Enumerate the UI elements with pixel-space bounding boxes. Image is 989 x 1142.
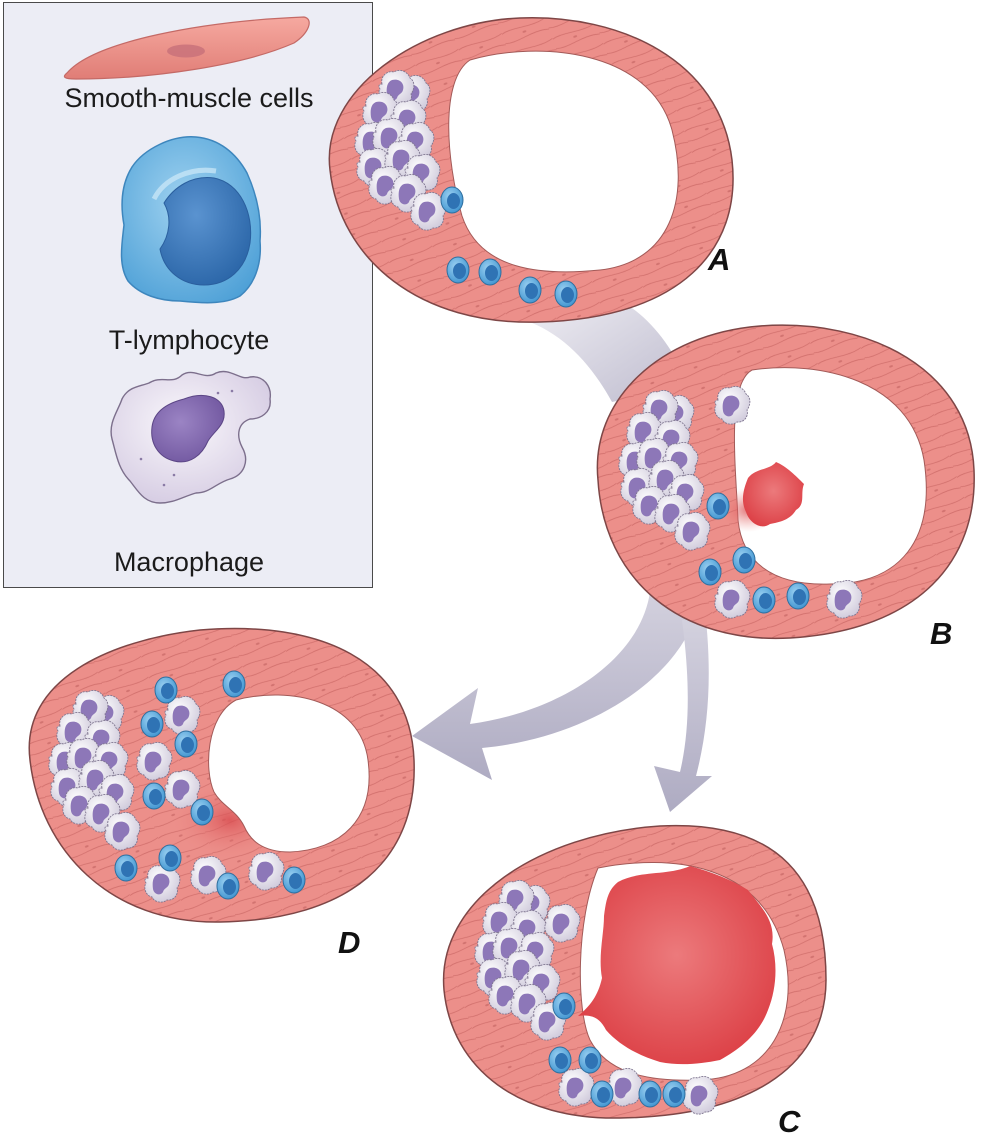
smooth-muscle-cell-icon [63, 16, 310, 80]
vessel-a [328, 17, 734, 323]
legend-graphics [63, 16, 310, 504]
panel-label-a: A [708, 242, 731, 277]
legend-label-smooth-muscle: Smooth-muscle cells [64, 83, 314, 113]
thrombus-c [578, 866, 776, 1065]
panel-label-b: B [930, 616, 953, 651]
legend-label-macrophage: Macrophage [113, 547, 265, 577]
panel-label-d: D [338, 925, 361, 960]
legend-box: Smooth-muscle cells T-lymphocyte Macroph… [3, 2, 373, 588]
legend-label-t-lymphocyte: T-lymphocyte [108, 325, 270, 355]
lumen-b [733, 367, 927, 585]
vessel-b [596, 324, 975, 640]
thrombus-b [742, 462, 804, 527]
panel-label-c: C [778, 1104, 801, 1139]
macrophage-icon [110, 370, 271, 504]
lumen-d [208, 694, 370, 853]
vessel-d [28, 627, 415, 923]
arrow-b-to-d [412, 592, 700, 780]
arrow-b-to-c [654, 620, 712, 812]
lumen-a [448, 50, 679, 273]
vessel-c [442, 824, 827, 1119]
t-lymphocyte-icon [120, 136, 262, 304]
